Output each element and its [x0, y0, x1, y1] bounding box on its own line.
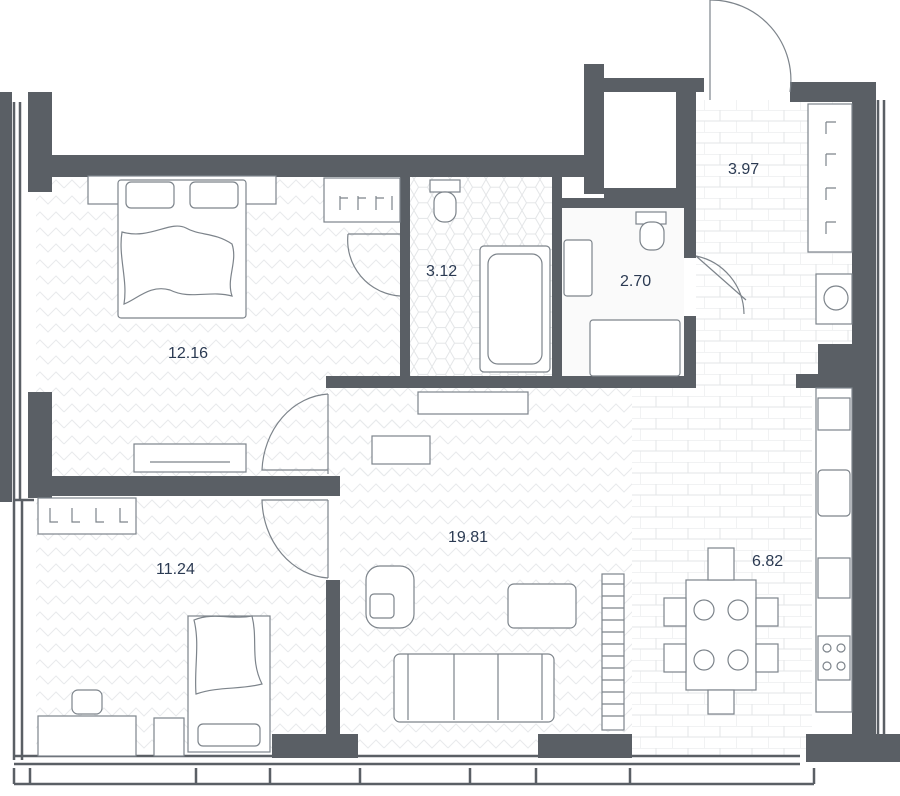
wall-living-left	[326, 580, 340, 756]
living-furniture	[365, 391, 625, 731]
chair-right-1	[755, 597, 779, 627]
wall-top-shaft	[584, 64, 604, 194]
wall-between-rooms	[36, 476, 340, 496]
plate-3	[693, 649, 715, 671]
blanket	[120, 225, 235, 305]
armchair-cushion	[369, 593, 395, 619]
tv-stand	[133, 443, 247, 473]
facade-left	[12, 102, 34, 502]
area-label-wc: 2.70	[620, 273, 651, 290]
wc-sink	[563, 239, 593, 297]
toilet-bowl	[433, 191, 457, 223]
kitchen-sink	[817, 469, 851, 517]
facade-lines	[12, 100, 886, 786]
desk-chair	[71, 689, 103, 715]
kitchen-furniture	[663, 387, 853, 715]
wall-bottom-mid	[538, 734, 632, 758]
wall-wc-right-lower	[684, 316, 696, 388]
wc-fixtures	[563, 211, 681, 377]
wall-right-kitchen	[852, 362, 876, 762]
pillow-right	[189, 181, 239, 209]
wc-toilet-bowl	[639, 221, 665, 251]
wall-shaft-right	[676, 78, 696, 208]
kids-blanket	[193, 615, 263, 695]
dining-table	[685, 579, 757, 691]
area-label-kitchen: 6.82	[752, 553, 783, 570]
wc-door	[695, 255, 747, 315]
wall-bath-side	[400, 298, 410, 378]
kitchen-hood	[817, 397, 851, 431]
sofa	[393, 653, 555, 723]
burner-4	[836, 661, 846, 671]
hall-hangers	[825, 121, 836, 234]
kids-room-furniture	[37, 497, 271, 757]
burner-1	[822, 643, 832, 653]
sofa-seams	[407, 654, 543, 720]
kids-pillow	[197, 723, 261, 747]
wall-wc-right	[684, 198, 696, 258]
facade-bottom	[12, 754, 816, 786]
chair-left-2	[663, 643, 687, 673]
wardrobe	[323, 177, 401, 223]
area-label-hall: 3.97	[728, 161, 759, 178]
doors	[261, 0, 792, 579]
area-label-kids-room: 11.24	[156, 561, 195, 578]
radiator	[601, 573, 625, 731]
bathtub-inner	[487, 253, 543, 365]
area-label-living-room: 19.81	[448, 529, 488, 546]
area-labels: 12.16 3.12 2.70 3.97 19.81 11.24 6.82	[156, 161, 783, 578]
chair-bottom	[707, 689, 735, 715]
radiator-fins	[602, 583, 624, 717]
plate-2	[727, 599, 749, 621]
chair-top	[707, 547, 735, 581]
walls	[0, 64, 900, 762]
plate-4	[727, 649, 749, 671]
chair-left-1	[663, 597, 687, 627]
area-label-bedroom: 12.16	[168, 345, 208, 362]
bedroom-furniture	[87, 175, 401, 473]
kids-hangers	[49, 508, 128, 523]
plate-1	[693, 599, 715, 621]
wall-bottom-left	[272, 734, 358, 758]
area-label-bathroom: 3.12	[426, 263, 457, 280]
wall-bath-mid	[552, 176, 562, 376]
washing-drum	[823, 285, 849, 311]
bedroom-door	[261, 393, 329, 474]
facade-right	[876, 100, 886, 740]
entrance-door	[709, 0, 792, 100]
toilet-tank	[429, 179, 461, 193]
kitchen-dishwasher	[817, 557, 851, 599]
hall-furniture	[807, 103, 853, 325]
wall-left-outer	[0, 92, 12, 502]
wall-pillar	[818, 344, 852, 380]
wall-bath-bottom	[326, 376, 696, 388]
ottoman	[507, 583, 577, 629]
side-table	[153, 717, 185, 757]
burner-2	[836, 643, 846, 653]
wall-right-hall	[852, 82, 876, 362]
wall-left-bedroom	[28, 92, 52, 192]
hangers	[339, 196, 393, 210]
wall-bath-left	[400, 176, 410, 298]
wall-top-bedroom	[52, 155, 600, 177]
chair-right-2	[755, 643, 779, 673]
desk	[37, 715, 137, 757]
hall-wardrobe	[807, 103, 853, 253]
bathroom-door	[347, 233, 401, 297]
kitchen-stove	[817, 635, 851, 681]
kids-room-door	[261, 499, 329, 579]
living-console	[371, 435, 431, 465]
living-tv	[417, 391, 529, 415]
bathroom-fixtures	[429, 179, 551, 373]
burner-3	[822, 661, 832, 671]
wall-wc-top	[562, 198, 692, 208]
shower-tray	[589, 319, 681, 377]
wall-right-bottom	[806, 734, 900, 762]
pillow-left	[125, 181, 175, 209]
facade-left-lower	[12, 500, 24, 760]
